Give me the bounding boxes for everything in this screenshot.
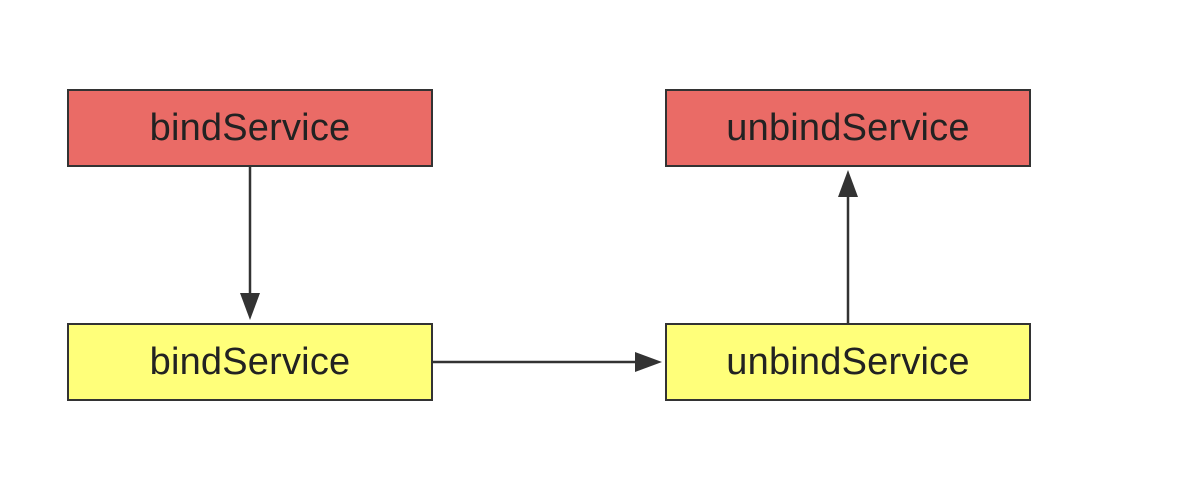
- node-unbind-service-red: unbindService: [665, 89, 1031, 167]
- edge-bind-red-to-bind-yellow: [240, 167, 260, 320]
- node-unbind-service-yellow: unbindService: [665, 323, 1031, 401]
- node-label: unbindService: [726, 106, 970, 149]
- node-label: bindService: [149, 340, 351, 383]
- edge-bind-yellow-to-unbind-yellow: [433, 352, 662, 372]
- node-label: bindService: [149, 106, 351, 149]
- node-label: unbindService: [726, 340, 970, 383]
- edge-unbind-yellow-to-unbind-red: [838, 170, 858, 323]
- node-bind-service-red: bindService: [67, 89, 433, 167]
- node-bind-service-yellow: bindService: [67, 323, 433, 401]
